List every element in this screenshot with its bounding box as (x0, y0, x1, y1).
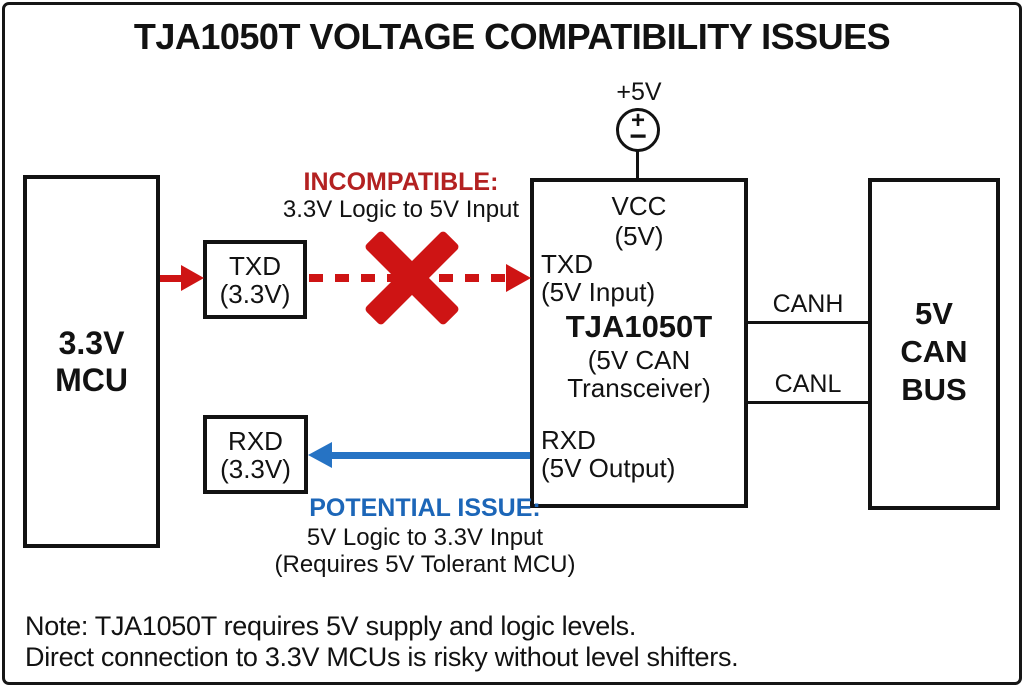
transceiver-name: TJA1050T (565, 309, 713, 344)
supply-wire (636, 150, 639, 178)
potential-issue-detail-line2: (Requires 5V Tolerant MCU) (274, 551, 576, 578)
rxd-buffer-label: RXD (228, 425, 283, 456)
txd-buffer-label: TXD (229, 250, 281, 281)
txd-buffer-voltage: (3.3V) (219, 278, 291, 309)
can-bus-line2: CAN (900, 334, 968, 369)
potential-issue-detail-line1: 5V Logic to 3.3V Input (306, 524, 544, 551)
can-bus-line3: BUS (901, 372, 967, 407)
minus-sign: − (629, 120, 647, 153)
can-bus-block: 5V CAN BUS (868, 178, 1000, 510)
mcu-label-line1: 3.3V (58, 324, 125, 361)
arrow-right-icon (506, 264, 531, 292)
mcu-label-line2: MCU (55, 361, 128, 398)
potential-issue-heading: POTENTIAL ISSUE: (309, 494, 541, 522)
transceiver-rxd-pin: RXD (541, 425, 596, 455)
note-line2: Direct connection to 3.3V MCUs is risky … (25, 642, 739, 672)
can-bus-line1: 5V (915, 296, 953, 331)
incompatible-detail: 3.3V Logic to 5V Input (282, 196, 520, 223)
transceiver-block: VCC (5V) TXD (5V Input) TJA1050T (5V CAN… (530, 178, 748, 508)
rxd-buffer-block: RXD (3.3V) (203, 415, 308, 494)
supply-voltage-label: +5V (616, 78, 662, 106)
canl-label: CANL (774, 370, 842, 398)
page-title: TJA1050T VOLTAGE COMPATIBILITY ISSUES (133, 16, 891, 57)
mcu-block: 3.3V MCU (23, 175, 160, 548)
canh-wire (748, 321, 868, 324)
mcu-to-txd-arrow-line (160, 275, 185, 282)
transceiver-desc-line2: Transceiver) (567, 373, 711, 403)
canh-label: CANH (772, 290, 844, 318)
rxd-buffer-voltage: (3.3V) (220, 453, 291, 484)
transceiver-desc-line1: (5V CAN (587, 345, 691, 375)
arrow-left-icon (308, 442, 332, 468)
incompatible-heading: INCOMPATIBLE: (303, 168, 499, 196)
plus-sign: + (630, 107, 645, 134)
arrow-right-icon (181, 265, 204, 291)
transceiver-rxd-voltage: (5V Output) (541, 453, 676, 483)
transceiver-vcc-pin: VCC (611, 191, 667, 221)
rxd-arrow-line (330, 452, 530, 459)
note-line1: Note: TJA1050T requires 5V supply and lo… (25, 611, 637, 641)
canl-wire (748, 401, 868, 404)
voltage-source-icon: + − (616, 108, 660, 152)
transceiver-txd-voltage: (5V Input) (541, 277, 656, 307)
transceiver-vcc-voltage: (5V) (614, 221, 664, 251)
txd-buffer-block: TXD (3.3V) (203, 240, 307, 319)
transceiver-txd-pin: TXD (541, 249, 593, 279)
